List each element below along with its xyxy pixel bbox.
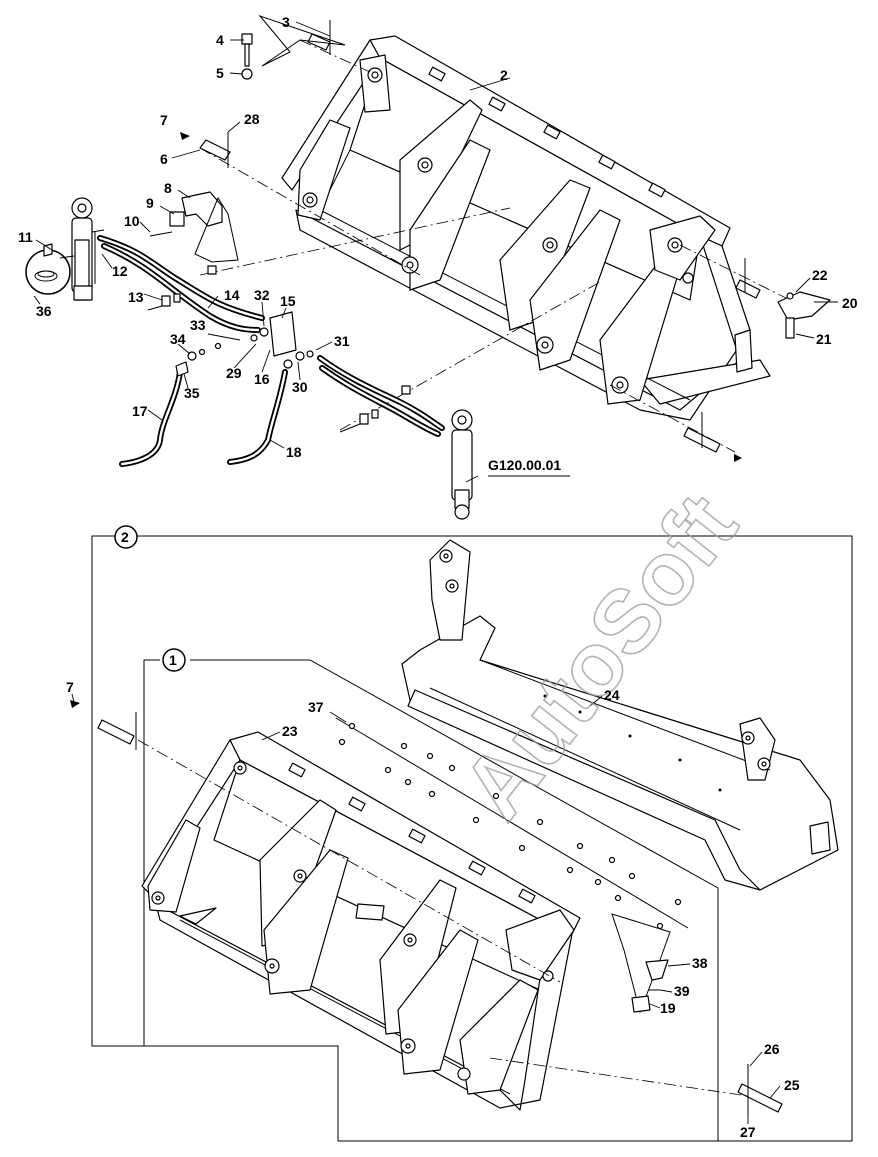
part-label: 27 (740, 1124, 756, 1140)
pin-right (735, 258, 761, 299)
leader-lines (35, 21, 838, 1124)
hose-18 (227, 369, 288, 465)
part-label: 10 (124, 213, 140, 229)
detail-frame-1 (143, 659, 719, 1141)
part-label: 32 (254, 287, 270, 303)
pin-25 (737, 1064, 783, 1116)
detail-marker-2-label: 2 (121, 529, 129, 545)
part-label: 7 (160, 112, 168, 128)
part-label: 28 (244, 111, 260, 127)
part-label: 29 (226, 365, 242, 381)
bolt-4 (241, 33, 253, 80)
part-label: 14 (224, 287, 240, 303)
detail-marker-1-label: 1 (169, 652, 177, 668)
part-label: 23 (282, 723, 298, 739)
stop-block-20 (777, 291, 831, 339)
part-label: 22 (812, 267, 828, 283)
pin-6 (180, 132, 231, 168)
part-label: 6 (160, 151, 168, 167)
detail-marker-2: 2 (114, 525, 138, 549)
bolt-row-37 (335, 717, 689, 930)
part-label: 11 (18, 229, 33, 245)
pin-3 (307, 20, 331, 55)
part-label: 18 (286, 444, 302, 460)
part-label: 4 (216, 32, 224, 48)
part-label: 31 (334, 333, 350, 349)
assembly-code: G120.00.01 (488, 457, 561, 473)
pin-centerlines-bottom (137, 739, 749, 1097)
hose-31 (317, 355, 445, 437)
bucket-23 (141, 731, 581, 1111)
cylinder-right (451, 409, 473, 520)
hose-17 (119, 369, 183, 467)
bolt-detail-38-39 (611, 913, 671, 1014)
part-label: 21 (816, 331, 832, 347)
part-label: 36 (36, 303, 52, 319)
bucket-24 (401, 539, 839, 891)
part-label: 17 (132, 403, 148, 419)
part-label: 16 (254, 371, 270, 387)
part-label: 2 (500, 67, 508, 83)
part-label: 5 (216, 65, 224, 81)
detail-marker-1: 1 (162, 648, 186, 672)
detail-leader-4 (258, 14, 346, 67)
part-label: 8 (164, 180, 172, 196)
part-label: 37 (308, 699, 324, 715)
cylinder-left (71, 197, 105, 301)
part-label: 15 (280, 293, 296, 309)
part-label: 33 (190, 317, 206, 333)
bucket-main (281, 35, 771, 421)
part-label: 34 (170, 331, 186, 347)
part-label: 30 (292, 379, 308, 395)
clip-detail-36 (25, 243, 75, 295)
pin-lower-right (683, 412, 742, 462)
part-label: 3 (282, 14, 290, 30)
part-label: 35 (184, 385, 200, 401)
detail-frame-2 (91, 535, 853, 1142)
part-labels: 2 3 4 5 6 7 7 8 9 10 11 12 13 14 15 16 1… (18, 14, 858, 1140)
part-label: 38 (692, 955, 708, 971)
part-label: 19 (660, 1000, 676, 1016)
part-label: 20 (842, 295, 858, 311)
hose-12-13 (97, 235, 265, 333)
part-label: 7 (66, 679, 74, 695)
part-label: 39 (674, 983, 690, 999)
clamp-8 (149, 191, 223, 237)
part-label: 9 (146, 195, 154, 211)
hose-clamps (147, 265, 411, 433)
part-label: 13 (128, 289, 144, 305)
pin-bottom-left (70, 700, 137, 750)
manifold-15 (250, 311, 314, 369)
leader-36 (33, 295, 41, 305)
part-label: 12 (112, 263, 128, 279)
part-label: 26 (764, 1041, 780, 1057)
part-label: 25 (784, 1077, 800, 1093)
detail-leader-8 (194, 196, 239, 263)
part-label: 24 (604, 687, 620, 703)
